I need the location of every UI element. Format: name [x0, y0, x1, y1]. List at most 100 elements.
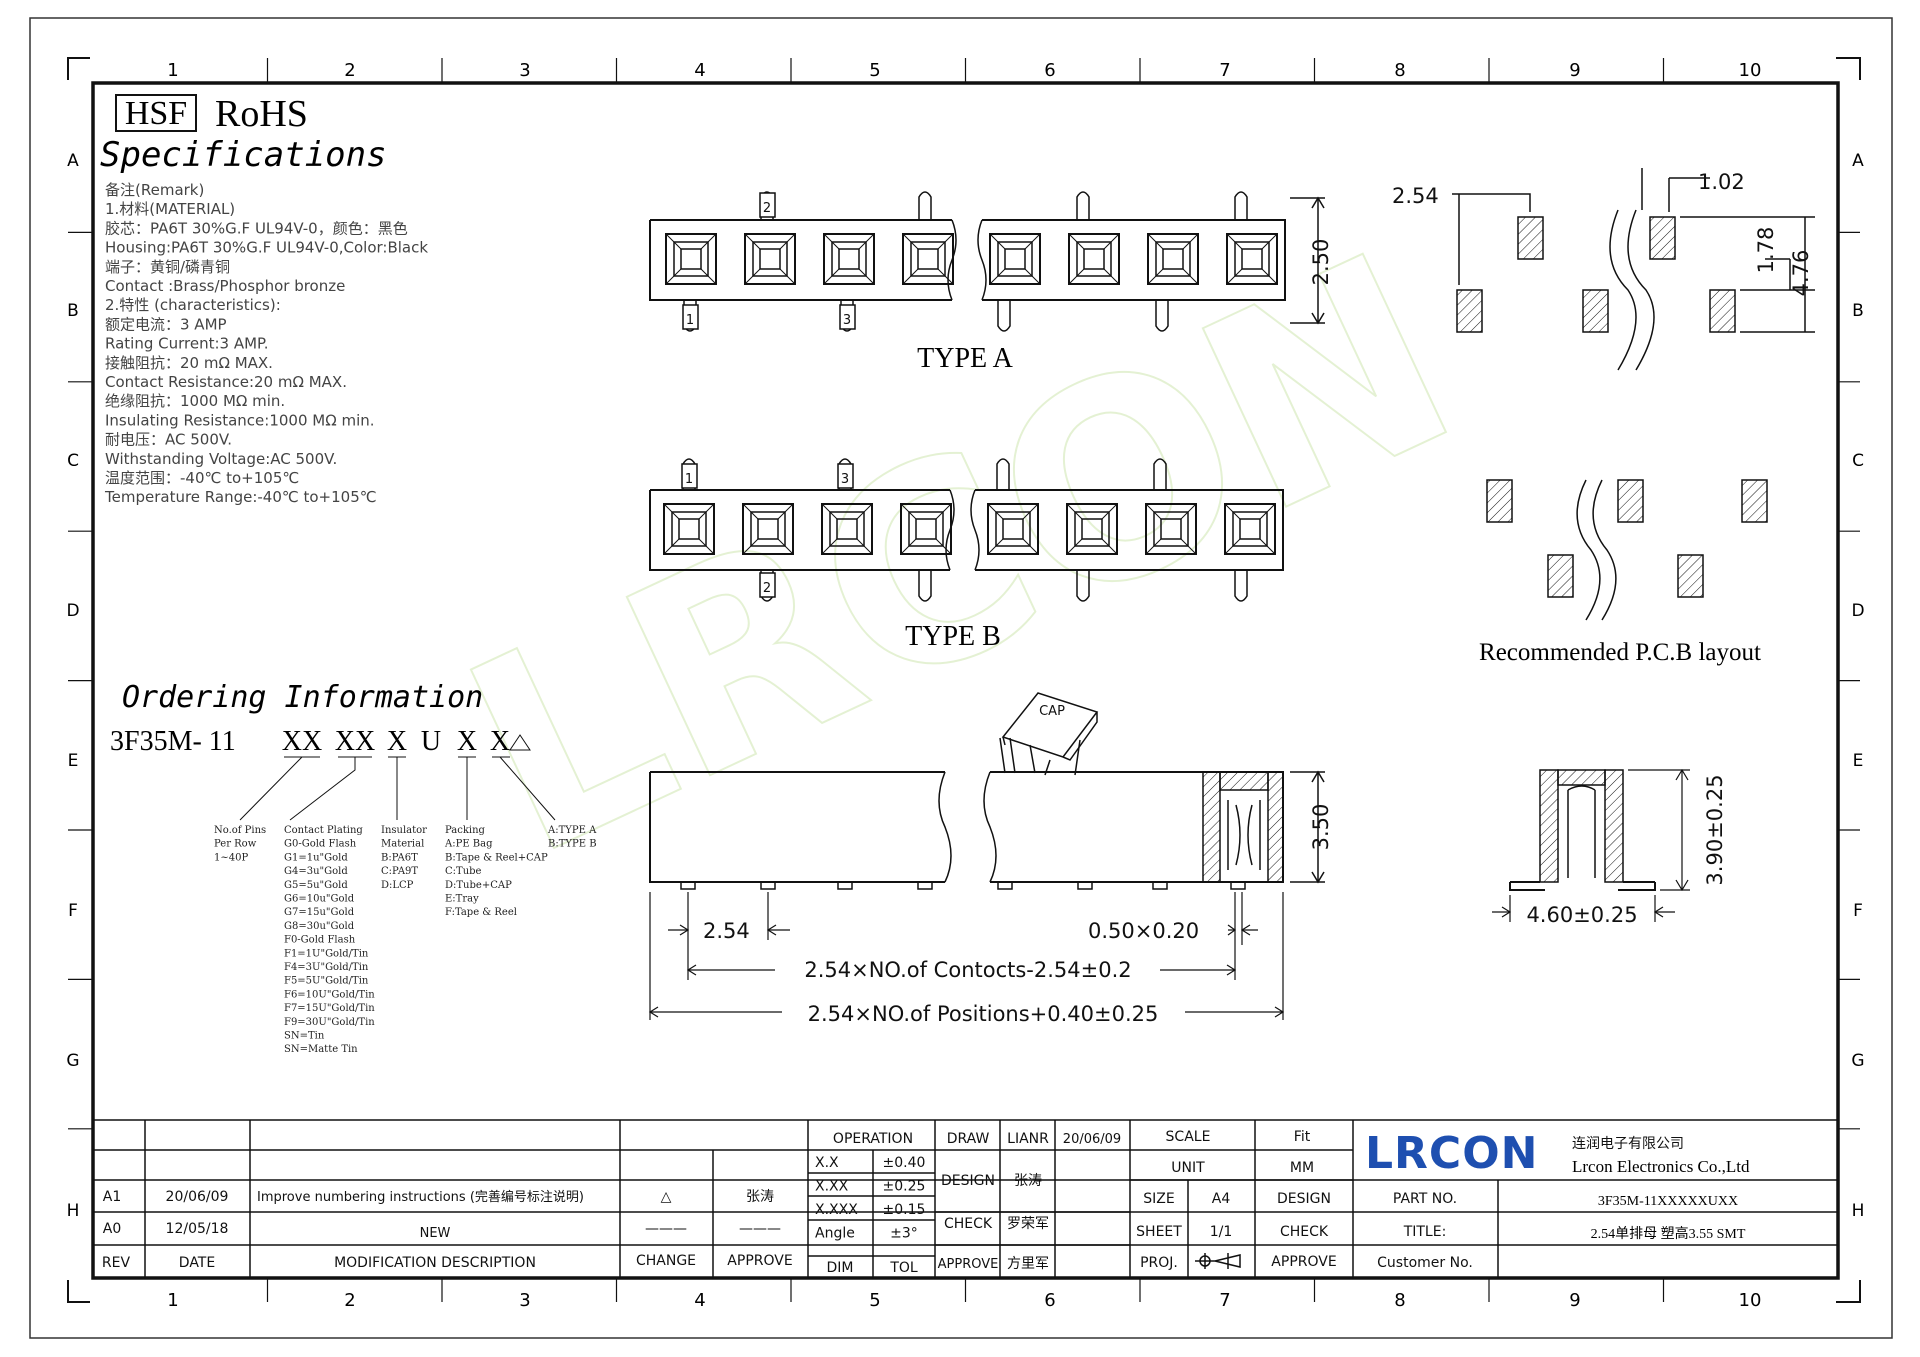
- scale-label: SCALE: [1166, 1129, 1211, 1145]
- ordering-legend-line: G4=3u"Gold: [284, 866, 348, 877]
- zone-col-top: 6: [1044, 60, 1055, 81]
- ordering-legend-line: C:PA9T: [381, 866, 418, 877]
- ordering-legend-line: F9=30U"Gold/Tin: [284, 1017, 375, 1028]
- zone-row-left: B: [67, 301, 79, 321]
- ordering-legend-line: No.of Pins: [214, 825, 266, 836]
- ordering-legend-line: G8=30u"Gold: [284, 921, 355, 932]
- zone-row-left: H: [67, 1201, 80, 1221]
- ordering-legend-line: F6=10U"Gold/Tin: [284, 989, 375, 1000]
- ordering-legend-line: 1~40P: [214, 852, 248, 863]
- type-b-label: TYPE B: [905, 621, 1001, 652]
- spec-line: 温度范围：-40℃ to+105℃: [105, 469, 299, 487]
- spec-line: Housing:PA6T 30%G.F UL94V-0,Color:Black: [105, 239, 428, 257]
- projection-icon: [1195, 1253, 1241, 1269]
- paper-border: [29, 17, 1893, 1339]
- spec-list: 备注(Remark)1.材料(MATERIAL)胶芯：PA6T 30%G.F U…: [104, 181, 428, 506]
- spec-line: Withstanding Voltage:AC 500V.: [105, 450, 337, 468]
- zone-row-left: D: [66, 601, 79, 621]
- ordering-legend-line: G6=10u"Gold: [284, 894, 355, 905]
- zone-col-top: 5: [869, 60, 880, 81]
- design-label: DESIGN: [941, 1173, 995, 1189]
- zone-row-right: B: [1852, 301, 1864, 321]
- ordering-legend-line: B:Tape & Reel+CAP: [445, 852, 548, 863]
- ordering-legend-line: F4=3U"Gold/Tin: [284, 962, 369, 973]
- approve-name: 方里军: [1007, 1256, 1049, 1272]
- company-name-en: Lrcon Electronics Co.,Ltd: [1572, 1157, 1750, 1176]
- ordering-legend-line: Packing: [445, 825, 486, 836]
- ordering-legend-line: E:Tray: [445, 894, 479, 905]
- col-change: CHANGE: [636, 1253, 696, 1269]
- col-approve: APPROVE: [727, 1253, 792, 1269]
- ordering-legend-line: F:Tape & Reel: [445, 907, 517, 918]
- zone-col-top: 9: [1569, 60, 1580, 81]
- spec-line: Contact Resistance:20 mΩ MAX.: [105, 373, 347, 391]
- ordering-seg-pins: XX: [282, 726, 322, 757]
- ordering-legend-line: B:TYPE B: [548, 839, 597, 850]
- zone-col-bottom: 2: [344, 1290, 355, 1311]
- col-desc: MODIFICATION DESCRIPTION: [334, 1255, 536, 1271]
- spec-line: 备注(Remark): [105, 181, 204, 199]
- type-a-label: TYPE A: [917, 343, 1013, 374]
- col-rev: REV: [102, 1255, 131, 1271]
- ordering-seg-packing: X: [457, 726, 477, 757]
- rev-cell: A1: [103, 1189, 121, 1205]
- rev-cell: A0: [103, 1221, 121, 1237]
- spec-line: 耐电压：AC 500V.: [105, 431, 232, 449]
- type-a-pin-3: 3: [843, 313, 851, 328]
- hsf-text: HSF: [125, 95, 187, 132]
- zone-col-bottom: 3: [519, 1290, 530, 1311]
- operation-label: OPERATION: [833, 1131, 913, 1147]
- company-name-cn: 连润电子有限公司: [1572, 1136, 1684, 1152]
- rohs-text: RoHS: [215, 93, 308, 135]
- spec-line: Rating Current:3 AMP.: [105, 335, 269, 353]
- pcb-pad-width-dim: 1.02: [1698, 170, 1745, 194]
- tol-value-cell: ±0.15: [883, 1202, 926, 1218]
- watermark: LRCON: [425, 193, 1497, 917]
- rev-desc-cell: NEW: [420, 1226, 451, 1241]
- ordering-legend-line: G0-Gold Flash: [284, 839, 357, 850]
- spec-line: 胶芯：PA6T 30%G.F UL94V-0，颜色：黑色: [105, 219, 408, 237]
- side-height-dim: 3.50: [1309, 804, 1333, 851]
- ordering-legend-line: F0-Gold Flash: [284, 935, 356, 946]
- ordering-prefix: 3F35M- 11: [110, 726, 236, 757]
- zone-col-bottom: 9: [1569, 1290, 1580, 1311]
- type-b-pin-2: 2: [763, 581, 771, 596]
- zone-col-top: 8: [1394, 60, 1405, 81]
- pcb-layout-title: Recommended P.C.B layout: [1479, 639, 1761, 666]
- rev-approve-cell: 张涛: [746, 1189, 774, 1205]
- zone-col-bottom: 10: [1739, 1290, 1762, 1311]
- ordering-seg-insulator: X: [387, 726, 407, 757]
- check-name: 罗荣军: [1007, 1216, 1049, 1232]
- draw-date: 20/06/09: [1063, 1132, 1121, 1147]
- ordering-legend-line: Contact Plating: [284, 825, 363, 836]
- zone-col-bottom: 5: [869, 1290, 880, 1311]
- zone-row-right: E: [1853, 751, 1864, 771]
- ordering-legend-line: D:Tube+CAP: [445, 880, 512, 891]
- zone-col-top: 7: [1219, 60, 1230, 81]
- corner-marks: [67, 57, 1861, 1303]
- design2-label: DESIGN: [1277, 1191, 1331, 1207]
- check-label: CHECK: [944, 1216, 993, 1232]
- ordering-legend-line: B:PA6T: [381, 852, 418, 863]
- zone-col-top: 3: [519, 60, 530, 81]
- ordering-legend-line: D:LCP: [381, 880, 414, 891]
- zone-row-left: A: [67, 151, 79, 171]
- zone-col-bottom: 6: [1044, 1290, 1055, 1311]
- approve2-label: APPROVE: [1271, 1254, 1336, 1270]
- ordering-legend-line: F5=5U"Gold/Tin: [284, 976, 369, 987]
- ordering-legend-line: SN=Tin: [284, 1031, 325, 1042]
- ordering-legend-line: SN=Matte Tin: [284, 1044, 358, 1055]
- type-a-pin-1: 1: [686, 313, 694, 328]
- side-contacts-dim: 2.54×NO.of Contocts-2.54±0.2: [804, 958, 1131, 982]
- dim-label: DIM: [827, 1260, 854, 1276]
- zone-col-top: 1: [167, 60, 178, 81]
- side-pitch-dim: 2.54: [703, 919, 750, 943]
- ordering-legend-line: A:TYPE A: [547, 825, 597, 836]
- spec-line: 额定电流：3 AMP: [105, 315, 227, 333]
- zone-row-right: C: [1852, 451, 1864, 471]
- ordering-legend-line: Material: [381, 839, 424, 850]
- pcb-layout: 2.54 1.02 1.78 4.76 Recommended P.C.B la…: [1392, 168, 1815, 666]
